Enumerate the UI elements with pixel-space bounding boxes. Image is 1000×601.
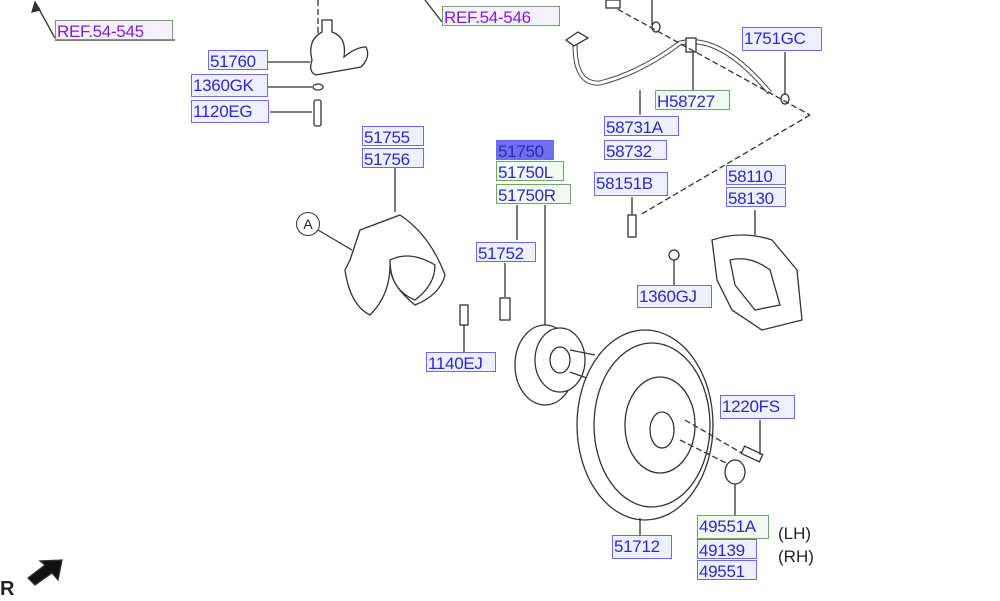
- part-51760[interactable]: 51760: [208, 50, 268, 70]
- part-49139[interactable]: 49139: [697, 539, 757, 559]
- part-1120eg[interactable]: 1120EG: [191, 100, 269, 123]
- part-1220fs[interactable]: 1220FS: [720, 395, 795, 419]
- rh-note: (RH): [778, 547, 814, 566]
- part-51755[interactable]: 51755: [362, 126, 424, 146]
- front-arrow-icon: [27, 559, 63, 586]
- part-1360gj[interactable]: 1360GJ: [637, 285, 712, 308]
- part-1751gc[interactable]: 1751GC: [742, 27, 822, 51]
- part-49551a[interactable]: 49551A: [697, 515, 769, 539]
- ref-54-545-link[interactable]: REF.54-545: [55, 20, 173, 40]
- part-h58727[interactable]: H58727: [655, 90, 730, 110]
- callout-a: A: [296, 212, 320, 236]
- part-1360gk[interactable]: 1360GK: [191, 74, 268, 97]
- part-58151b[interactable]: 58151B: [594, 172, 668, 196]
- part-51752[interactable]: 51752: [476, 242, 536, 262]
- part-1140ej[interactable]: 1140EJ: [426, 352, 496, 372]
- part-51712[interactable]: 51712: [612, 535, 672, 559]
- direction-label: R: [0, 578, 15, 600]
- part-58110[interactable]: 58110: [726, 165, 786, 185]
- part-58732[interactable]: 58732: [604, 140, 667, 160]
- part-49551[interactable]: 49551: [697, 560, 757, 580]
- part-51750[interactable]: 51750: [496, 140, 554, 160]
- part-51756[interactable]: 51756: [362, 148, 424, 168]
- part-58731a[interactable]: 58731A: [604, 116, 679, 136]
- lh-note: (LH): [778, 524, 812, 543]
- ref-54-546-link[interactable]: REF.54-546: [442, 6, 560, 26]
- part-51750r[interactable]: 51750R: [496, 184, 571, 204]
- part-58130[interactable]: 58130: [726, 187, 786, 207]
- part-51750l[interactable]: 51750L: [496, 161, 564, 181]
